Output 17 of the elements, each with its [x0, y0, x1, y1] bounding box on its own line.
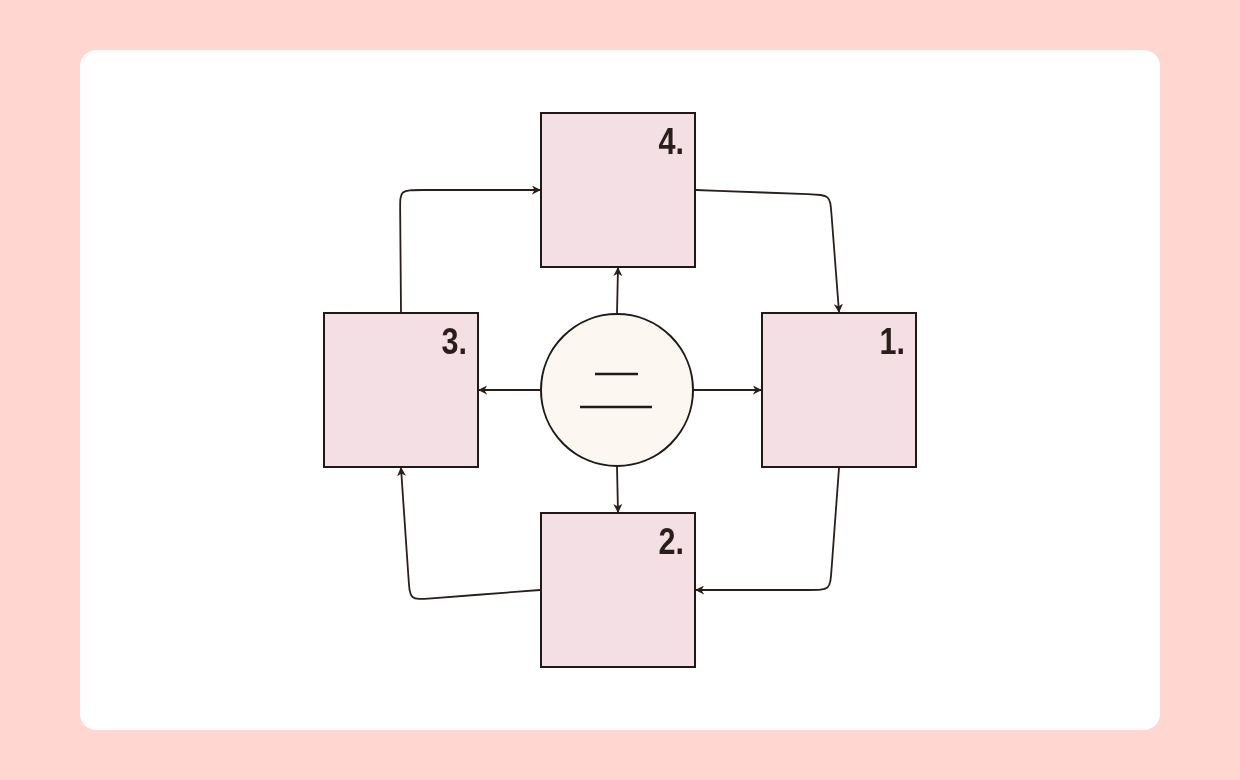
- arrow: [397, 467, 541, 600]
- arrow: [478, 385, 541, 395]
- arrow: [613, 267, 623, 314]
- step-number: 2.: [658, 524, 684, 560]
- square-box: [323, 312, 479, 468]
- arrow: [695, 189, 843, 313]
- circle-shape: [540, 313, 694, 467]
- square-box: [761, 312, 917, 468]
- arrow: [693, 385, 762, 395]
- arrow: [399, 185, 541, 313]
- arrow: [695, 467, 840, 595]
- step-number: 4.: [658, 124, 684, 160]
- square-box: [540, 112, 696, 268]
- arrow: [613, 466, 623, 513]
- square-box: [540, 512, 696, 668]
- step-number: 3.: [441, 324, 467, 360]
- step-number: 1.: [879, 324, 905, 360]
